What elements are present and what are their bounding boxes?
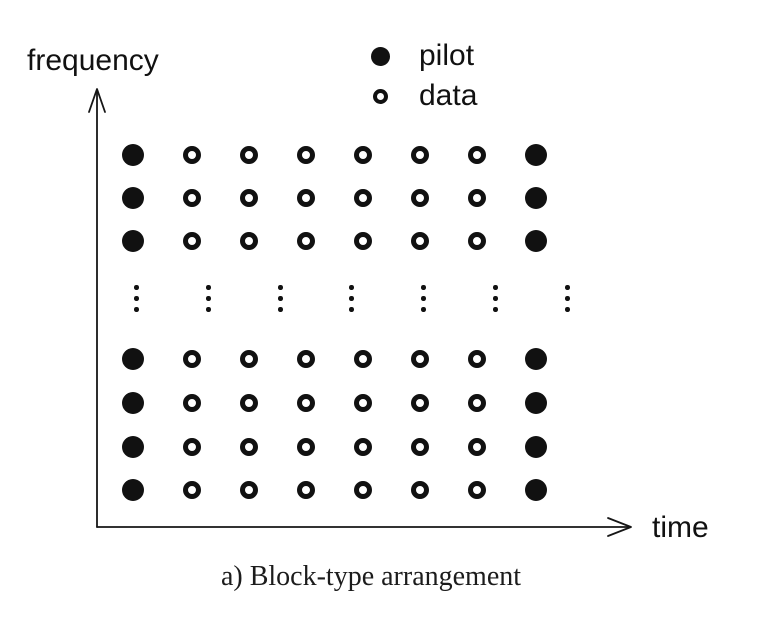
data-symbol [240, 481, 258, 499]
frequency-axis-label: frequency [27, 44, 159, 77]
data-symbol [183, 350, 201, 368]
data-symbol [240, 394, 258, 412]
pilot-symbol [525, 392, 547, 414]
pilot-symbol [122, 479, 144, 501]
grid-row [122, 187, 547, 209]
data-symbol [468, 189, 486, 207]
data-symbol [411, 438, 429, 456]
pilot-symbol [122, 392, 144, 414]
data-symbol [411, 232, 429, 250]
data-symbol [183, 232, 201, 250]
data-symbol [354, 232, 372, 250]
legend-label-data: data [419, 79, 478, 112]
pilot-symbol [525, 479, 547, 501]
data-symbol [468, 232, 486, 250]
data-symbol [354, 350, 372, 368]
data-symbol [354, 146, 372, 164]
data-symbol [297, 146, 315, 164]
data-symbol [183, 438, 201, 456]
data-symbol [411, 350, 429, 368]
pilot-legend-icon [369, 45, 391, 67]
data-symbol [297, 481, 315, 499]
time-axis-label: time [652, 511, 709, 544]
data-symbol [183, 146, 201, 164]
data-legend-icon [369, 85, 391, 107]
data-symbol [411, 189, 429, 207]
data-symbol [468, 350, 486, 368]
pilot-symbol [122, 230, 144, 252]
pilot-symbol [122, 348, 144, 370]
vertical-ellipsis-icon [205, 284, 211, 312]
legend-label-pilot: pilot [419, 39, 475, 72]
vertical-ellipsis-icon [277, 284, 283, 312]
vertical-ellipsis-icon [134, 284, 139, 312]
data-symbol [240, 350, 258, 368]
data-symbol [297, 394, 315, 412]
data-symbol [354, 438, 372, 456]
data-symbol [183, 394, 201, 412]
grid-row [122, 230, 547, 252]
data-symbol [411, 481, 429, 499]
data-symbol [354, 481, 372, 499]
data-symbol [240, 146, 258, 164]
data-symbol [183, 189, 201, 207]
data-symbol [468, 394, 486, 412]
pilot-symbol [525, 187, 547, 209]
data-symbol [183, 481, 201, 499]
data-symbol [297, 438, 315, 456]
data-symbol [297, 189, 315, 207]
pilot-symbol [525, 144, 547, 166]
data-symbol [297, 232, 315, 250]
data-symbol [468, 146, 486, 164]
pilot-symbol [525, 348, 547, 370]
filled-circle-icon [370, 46, 390, 66]
pilot-symbol [122, 144, 144, 166]
data-symbol [354, 189, 372, 207]
legend-item-pilot: pilot [369, 40, 477, 72]
pilot-symbol [525, 436, 547, 458]
vertical-ellipsis-icon [349, 284, 355, 312]
frequency-axis-arrowhead-icon [88, 88, 106, 113]
legend: pilot data [369, 40, 477, 112]
legend-item-data: data [369, 80, 477, 112]
data-symbol [411, 394, 429, 412]
data-symbol [240, 232, 258, 250]
vertical-ellipsis-icon [493, 284, 499, 312]
time-axis-arrowhead-icon [607, 517, 632, 537]
figure-caption: a) Block-type arrangement [220, 561, 522, 592]
grid-row [122, 479, 547, 501]
data-symbol [354, 394, 372, 412]
grid-row [122, 392, 547, 414]
data-symbol [468, 481, 486, 499]
data-symbol [240, 189, 258, 207]
data-symbol [468, 438, 486, 456]
ellipsis-row [134, 284, 570, 312]
data-symbol [240, 438, 258, 456]
vertical-ellipsis-icon [564, 284, 570, 312]
grid-row [122, 144, 547, 166]
open-circle-icon [372, 88, 388, 104]
data-symbol [411, 146, 429, 164]
grid-row [122, 436, 547, 458]
data-symbol [297, 350, 315, 368]
grid-row [122, 348, 547, 370]
pilot-symbol [525, 230, 547, 252]
vertical-ellipsis-icon [421, 284, 427, 312]
pilot-symbol [122, 187, 144, 209]
pilot-symbol [122, 436, 144, 458]
